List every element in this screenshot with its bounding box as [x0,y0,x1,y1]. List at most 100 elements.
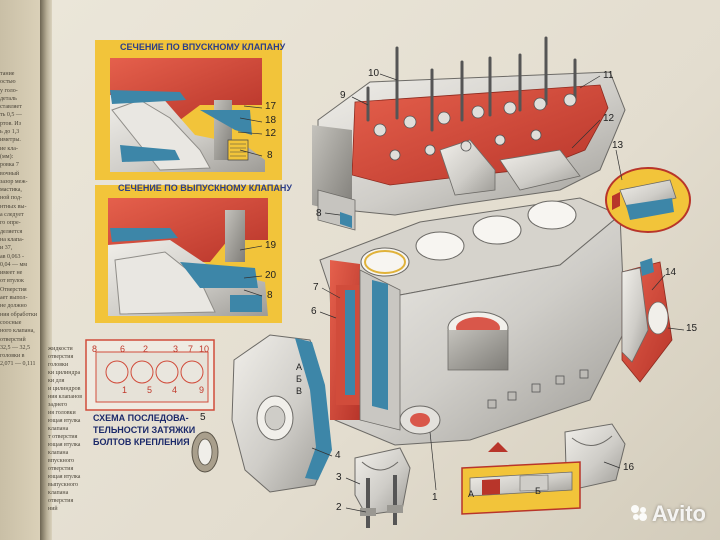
text-line: отверстия [48,466,74,472]
gasket-detail-inset [605,167,691,233]
text-line: Отверстия [0,286,27,293]
callout-11: 11 [603,70,614,81]
main-bearing-cap-3 [354,447,411,528]
callout-3: 3 [336,472,342,483]
avito-logo-icon [630,502,648,528]
text-line: ния обработки [0,311,38,318]
bolt-order-label: 4 [172,385,178,395]
text-line: ие кла- [0,145,18,152]
cylinder-block-deck [319,197,621,296]
text-line: 0,04 — мм [0,261,28,268]
text-line: выпускного [48,482,79,488]
text-line: т отверстия [48,434,78,440]
bolt-order-label: 8 [92,344,98,354]
text-line: ия головки [48,410,76,416]
intake-caption: СЕЧЕНИЕ ПО ВПУСКНОМУ КЛАПАНУ [120,42,286,52]
callout-19: 19 [265,240,277,251]
callout-18: 18 [265,115,277,126]
text-line: отверстия [48,354,74,360]
text-line: от втулок [0,278,24,285]
tightening-scheme-caption: СХЕМА ПОСЛЕДОВА- ТЕЛЬНОСТИ ЗАТЯЖКИ БОЛТО… [93,412,203,448]
rear-cover [621,258,673,383]
callout-16: 16 [623,462,635,473]
text-line: иметры. [0,137,21,144]
marker-a: А [296,362,303,372]
text-line: (мм): [0,153,14,160]
text-line: и цилиндров [48,386,81,392]
text-line: ровка 7 [0,162,19,169]
text-line: впускного [48,458,75,464]
callout-7: 7 [313,282,319,293]
cylinder-block-body [329,213,626,446]
callout-10: 10 [368,68,380,79]
text-line: ь до 1,3 [0,129,20,136]
left-page-edge [0,0,46,540]
text-line: заднего [48,402,68,408]
text-line: а следует [0,212,24,219]
text-line: ющая втулка [48,474,81,480]
marker-v: В [296,386,303,396]
callout-4: 4 [335,450,341,461]
callout-5: 5 [200,412,206,423]
text-line: го опре- [0,220,21,227]
text-line: ав 0,063 - [0,253,24,260]
text-line: 32,5 — 32,5 [0,344,30,351]
text-line: отверстий [0,336,26,343]
oil-seal [191,431,219,473]
callout-9: 9 [340,90,346,101]
text-line: ть 0,5 — [0,112,22,119]
callout-2: 2 [336,502,342,513]
avito-watermark: Avito [630,501,706,528]
text-line: ющая втулка [48,442,81,448]
bolt-order-label: 9 [199,385,205,395]
caption-line: ТЕЛЬНОСТИ ЗАТЯЖКИ [93,425,196,435]
bolt-order-label: 3 [173,344,179,354]
intake-section-drawing [104,56,272,172]
callout-12: 12 [265,128,277,139]
caption-line: БОЛТОВ КРЕПЛЕНИЯ [93,437,190,447]
callout-17: 17 [265,101,277,112]
callout-20: 20 [265,270,277,281]
text-line: у голо- [0,87,18,94]
text-line: головки [48,362,69,368]
callout-8: 8 [316,208,322,219]
callout-14: 14 [665,267,677,278]
watermark-text: Avito [651,500,706,526]
text-line: не должно [0,303,27,310]
text-line: клапана [48,426,69,432]
cylinder-head [312,36,626,231]
text-line: остью [0,79,16,86]
text-line: ющая втулка [48,418,81,424]
text-line: головки в [0,353,25,360]
bolt-order-label: 10 [199,344,210,354]
callout-8: 8 [267,290,273,301]
text-line: клапана [48,490,69,496]
text-line: ния клапанов [48,394,83,400]
text-line: тание [0,71,15,77]
text-line: вочный [0,170,20,177]
text-line: деталь [0,95,17,102]
legend-notes: жидкости отверстия головки ки цилиндра ки дл… [48,345,90,513]
exhaust-section-drawing [106,196,272,318]
text-line: ний [48,506,58,512]
text-line: ки цилиндра [48,370,81,376]
text-line: 2,071 — 0,111 [0,361,36,368]
text-line: ает выпол- [0,295,28,302]
text-line: жидкости [48,346,73,352]
callout-12: 12 [603,113,615,124]
text-line: ной под- [0,195,23,202]
text-line: ки для [48,378,65,384]
bolt-order-label: 1 [122,385,128,395]
exhaust-caption: СЕЧЕНИЕ ПО ВЫПУСКНОМУ КЛАПАНУ [118,183,292,193]
text-line: зазор меж- [0,178,28,185]
text-line: соосные [0,319,22,326]
bolt-order-label: 5 [147,385,153,395]
bolt-order-label: 2 [143,344,149,354]
caption-line: СХЕМА ПОСЛЕДОВА- [93,413,189,423]
bolt-order-label: 6 [120,344,126,354]
text-line: деляется [0,228,23,235]
callout-8: 8 [267,150,273,161]
text-line: ртов. Из [0,120,21,127]
